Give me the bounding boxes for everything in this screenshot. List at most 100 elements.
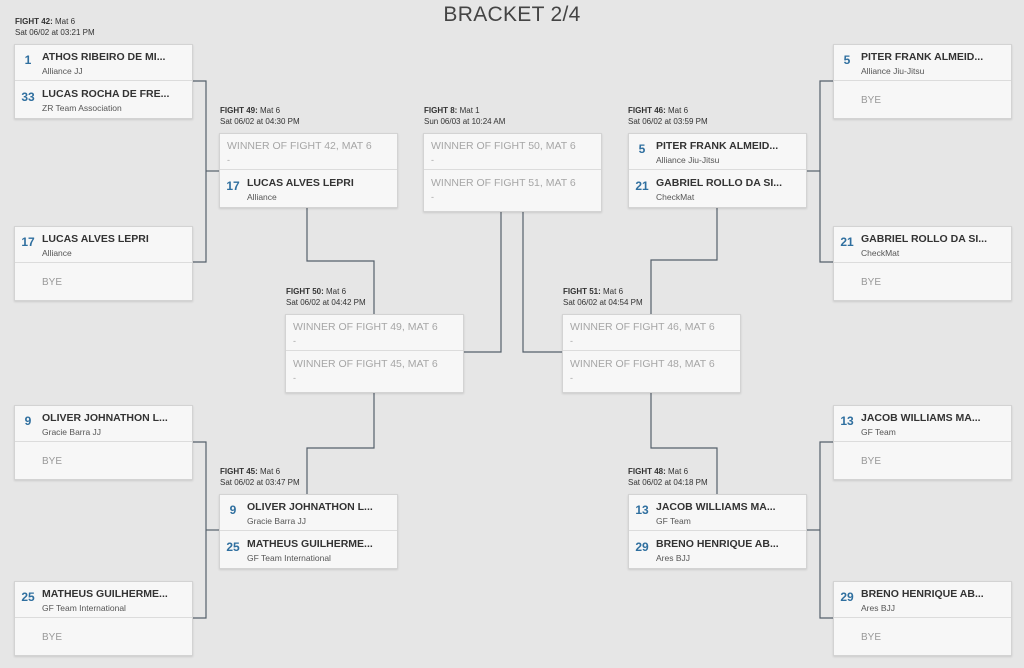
seed-number: 21 xyxy=(635,179,649,193)
competitor-name: MATHEUS GUILHERME... xyxy=(247,538,373,550)
fight-label: FIGHT 42: xyxy=(15,17,53,26)
match-card-bye[interactable]: 13 JACOB WILLIAMS MA... GF Team BYE xyxy=(833,405,1012,480)
match-card-bye[interactable]: 21 GABRIEL ROLLO DA SI... CheckMat BYE xyxy=(833,226,1012,301)
competitor-slot[interactable]: 13 JACOB WILLIAMS MA... GF Team xyxy=(629,495,806,531)
bye-slot: BYE xyxy=(834,82,1011,118)
competitor-team: GF Team International xyxy=(247,553,331,563)
bye-label: BYE xyxy=(42,277,63,288)
fight-label: FIGHT 49: xyxy=(220,106,258,115)
fight-mat: Mat 6 xyxy=(55,17,76,26)
winner-placeholder: WINNER OF FIGHT 50, MAT 6 xyxy=(431,140,576,152)
fight-46-info: FIGHT 46: Mat 6 Sat 06/02 at 03:59 PM xyxy=(628,106,708,127)
competitor-name: JACOB WILLIAMS MA... xyxy=(656,501,776,513)
match-card-fight-48[interactable]: 13 JACOB WILLIAMS MA... GF Team 29 BRENO… xyxy=(628,494,807,569)
fight-label: FIGHT 48: xyxy=(628,467,666,476)
competitor-name: MATHEUS GUILHERME... xyxy=(42,588,168,600)
winner-dash: - xyxy=(431,155,434,165)
fight-label: FIGHT 8: xyxy=(424,106,458,115)
competitor-team: Alliance Jiu-Jitsu xyxy=(656,155,720,165)
fight-42-info: FIGHT 42: Mat 6 Sat 06/02 at 03:21 PM xyxy=(15,17,95,38)
competitor-slot[interactable]: 17 LUCAS ALVES LEPRI Alliance xyxy=(220,171,397,207)
competitor-slot[interactable]: 17 LUCAS ALVES LEPRI Alliance xyxy=(15,227,192,263)
competitor-team: Alliance xyxy=(42,248,72,258)
competitor-slot[interactable]: 5 PITER FRANK ALMEID... Alliance Jiu-Jit… xyxy=(629,134,806,170)
competitor-slot[interactable]: 5 PITER FRANK ALMEID... Alliance Jiu-Jit… xyxy=(834,45,1011,81)
bye-slot: BYE xyxy=(15,264,192,300)
competitor-slot[interactable]: 9 OLIVER JOHNATHON L... Gracie Barra JJ xyxy=(15,406,192,442)
winner-dash: - xyxy=(293,336,296,346)
competitor-slot[interactable]: 25 MATHEUS GUILHERME... GF Team Internat… xyxy=(15,582,192,618)
competitor-slot[interactable]: 21 GABRIEL ROLLO DA SI... CheckMat xyxy=(834,227,1011,263)
seed-number: 5 xyxy=(843,53,851,67)
winner-dash: - xyxy=(227,155,230,165)
bracket-title: BRACKET 2/4 xyxy=(443,3,581,26)
competitor-slot[interactable]: 33 LUCAS ROCHA DE FRE... ZR Team Associa… xyxy=(15,82,192,118)
competitor-team: Gracie Barra JJ xyxy=(42,427,102,437)
fight-time: Sun 06/03 at 10:24 AM xyxy=(424,116,506,126)
winner-dash: - xyxy=(570,336,573,346)
competitor-name: GABRIEL ROLLO DA SI... xyxy=(861,233,988,245)
competitor-slot[interactable]: 21 GABRIEL ROLLO DA SI... CheckMat xyxy=(629,171,806,207)
fight-time: Sat 06/02 at 03:21 PM xyxy=(15,27,95,37)
fight-8-info: FIGHT 8: Mat 1 Sun 06/03 at 10:24 AM xyxy=(424,106,505,127)
bye-slot: BYE xyxy=(15,619,192,655)
winner-slot[interactable]: WINNER OF FIGHT 42, MAT 6 - xyxy=(220,134,397,170)
fight-time: Sat 06/02 at 04:42 PM xyxy=(286,297,366,307)
seed-number: 9 xyxy=(229,503,237,517)
competitor-name: LUCAS ALVES LEPRI xyxy=(42,233,149,245)
fight-label: FIGHT 46: xyxy=(628,106,666,115)
competitor-slot[interactable]: 9 OLIVER JOHNATHON L... Gracie Barra JJ xyxy=(220,495,397,531)
competitor-team: Ares BJJ xyxy=(861,603,896,613)
winner-slot[interactable]: WINNER OF FIGHT 51, MAT 6 - xyxy=(424,171,601,207)
competitor-slot[interactable]: 29 BRENO HENRIQUE AB... Ares BJJ xyxy=(834,582,1011,618)
match-card-bye[interactable]: 29 BRENO HENRIQUE AB... Ares BJJ BYE xyxy=(833,581,1012,656)
bye-label: BYE xyxy=(861,277,882,288)
seed-number: 25 xyxy=(226,540,240,554)
winner-slot[interactable]: WINNER OF FIGHT 45, MAT 6 - xyxy=(286,352,463,388)
seed-number: 13 xyxy=(635,503,649,517)
competitor-slot[interactable]: 29 BRENO HENRIQUE AB... Ares BJJ xyxy=(629,532,806,568)
competitor-slot[interactable]: 13 JACOB WILLIAMS MA... GF Team xyxy=(834,406,1011,442)
bye-label: BYE xyxy=(42,456,63,467)
match-card-fight-51[interactable]: WINNER OF FIGHT 46, MAT 6 - WINNER OF FI… xyxy=(562,314,741,393)
seed-number: 13 xyxy=(840,414,854,428)
competitor-name: PITER FRANK ALMEID... xyxy=(656,140,779,152)
match-card-bye[interactable]: 9 OLIVER JOHNATHON L... Gracie Barra JJ … xyxy=(14,405,193,480)
fight-51-info: FIGHT 51: Mat 6 Sat 06/02 at 04:54 PM xyxy=(563,287,643,308)
match-card-fight-45[interactable]: 9 OLIVER JOHNATHON L... Gracie Barra JJ … xyxy=(219,494,398,569)
match-card-bye[interactable]: 5 PITER FRANK ALMEID... Alliance Jiu-Jit… xyxy=(833,44,1012,119)
fight-mat: Mat 6 xyxy=(326,287,347,296)
competitor-slot[interactable]: 1 ATHOS RIBEIRO DE MI... Alliance JJ xyxy=(15,45,192,81)
fight-time: Sat 06/02 at 04:18 PM xyxy=(628,477,708,487)
winner-placeholder: WINNER OF FIGHT 45, MAT 6 xyxy=(293,358,438,370)
competitor-team: CheckMat xyxy=(656,192,695,202)
winner-slot[interactable]: WINNER OF FIGHT 46, MAT 6 - xyxy=(563,315,740,351)
match-card-fight-50[interactable]: WINNER OF FIGHT 49, MAT 6 - WINNER OF FI… xyxy=(285,314,464,393)
match-card-fight-49[interactable]: WINNER OF FIGHT 42, MAT 6 - 17 LUCAS ALV… xyxy=(219,133,398,208)
match-card-fight-8[interactable]: WINNER OF FIGHT 50, MAT 6 - WINNER OF FI… xyxy=(423,133,602,212)
competitor-slot[interactable]: 25 MATHEUS GUILHERME... GF Team Internat… xyxy=(220,532,397,568)
fight-48-info: FIGHT 48: Mat 6 Sat 06/02 at 04:18 PM xyxy=(628,467,708,488)
winner-slot[interactable]: WINNER OF FIGHT 49, MAT 6 - xyxy=(286,315,463,351)
fight-time: Sat 06/02 at 04:30 PM xyxy=(220,116,300,126)
winner-placeholder: WINNER OF FIGHT 48, MAT 6 xyxy=(570,358,715,370)
competitor-team: ZR Team Association xyxy=(42,103,122,113)
seed-number: 1 xyxy=(24,53,32,67)
winner-slot[interactable]: WINNER OF FIGHT 50, MAT 6 - xyxy=(424,134,601,170)
match-card-bye[interactable]: 17 LUCAS ALVES LEPRI Alliance BYE xyxy=(14,226,193,301)
bye-label: BYE xyxy=(861,456,882,467)
competitor-name: OLIVER JOHNATHON L... xyxy=(42,412,168,424)
bye-slot: BYE xyxy=(834,443,1011,479)
match-card-fight-42[interactable]: 1 ATHOS RIBEIRO DE MI... Alliance JJ 33 … xyxy=(14,44,193,119)
winner-placeholder: WINNER OF FIGHT 46, MAT 6 xyxy=(570,321,715,333)
competitor-team: Ares BJJ xyxy=(656,553,691,563)
fight-label: FIGHT 50: xyxy=(286,287,324,296)
competitor-name: BRENO HENRIQUE AB... xyxy=(861,588,984,600)
competitor-name: JACOB WILLIAMS MA... xyxy=(861,412,981,424)
match-card-bye[interactable]: 25 MATHEUS GUILHERME... GF Team Internat… xyxy=(14,581,193,656)
bye-slot: BYE xyxy=(15,443,192,479)
competitor-team: CheckMat xyxy=(861,248,900,258)
match-card-fight-46[interactable]: 5 PITER FRANK ALMEID... Alliance Jiu-Jit… xyxy=(628,133,807,208)
winner-slot[interactable]: WINNER OF FIGHT 48, MAT 6 - xyxy=(563,352,740,388)
